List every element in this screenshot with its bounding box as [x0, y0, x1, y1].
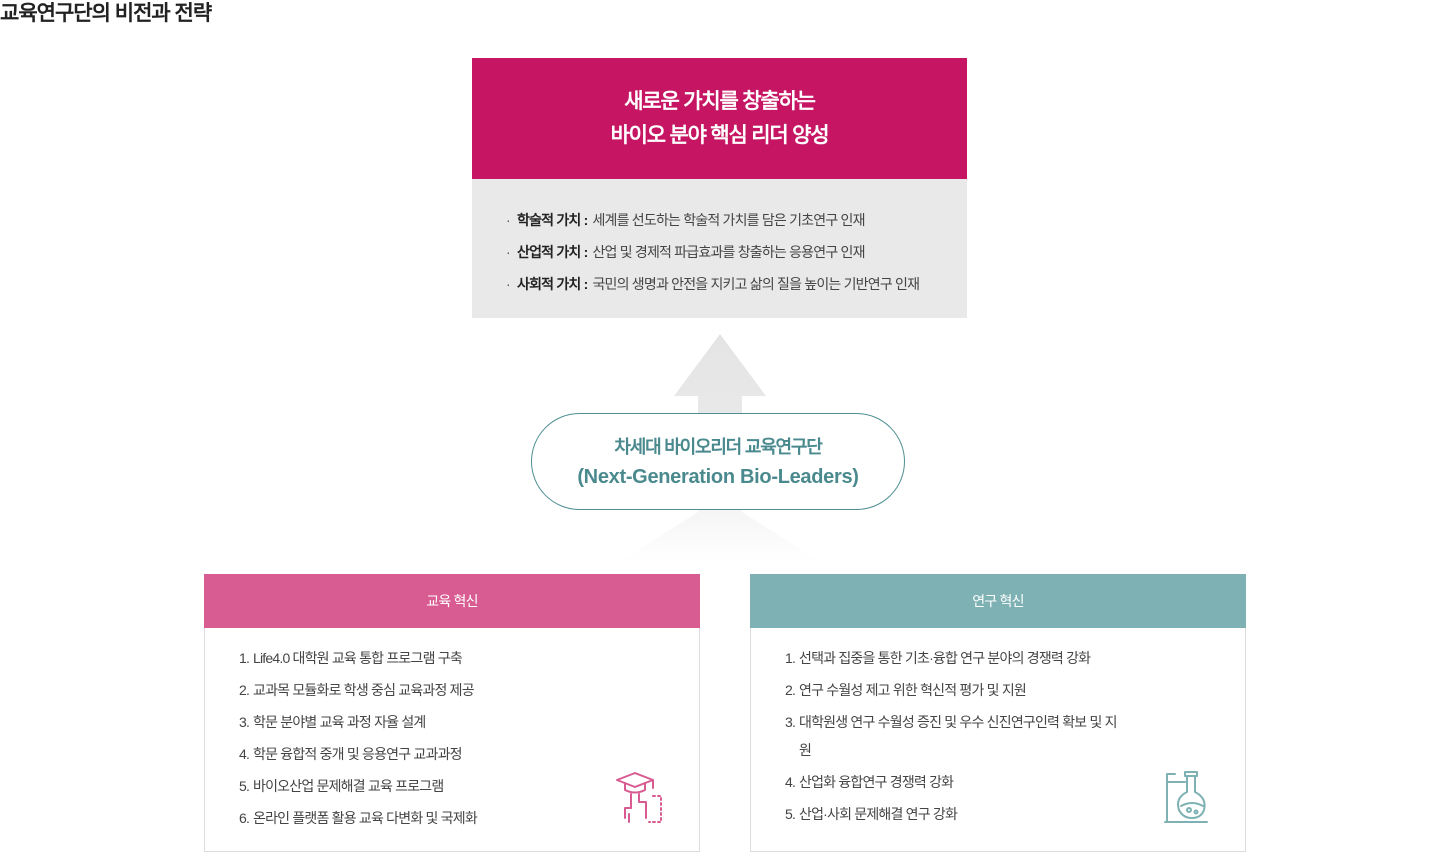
item-text: 산업화 융합연구 경쟁력 강화 [799, 774, 954, 790]
item-text: 산업·사회 문제해결 연구 강화 [799, 806, 958, 822]
item-number: 5. [239, 778, 250, 794]
page-title: 교육연구단의 비전과 전략 [0, 2, 212, 25]
center-name-korean: 차세대 바이오리더 교육연구단 [614, 436, 822, 457]
vision-header: 새로운 가치를 창출하는 바이오 분야 핵심 리더 양성 [472, 58, 967, 179]
item-text: 학문 분야별 교육 과정 자율 설계 [253, 714, 426, 730]
vision-values: · 학술적 가치 : 세계를 선도하는 학술적 가치를 담은 기초연구 인재 ·… [472, 179, 967, 318]
list-item: 4.학문 융합적 중개 및 응용연구 교과과정 [239, 738, 699, 770]
list-item: 5.산업·사회 문제해결 연구 강화 [785, 798, 1245, 830]
education-innovation-title: 교육 혁신 [204, 574, 700, 628]
value-label: 산업적 가치 : [517, 244, 588, 260]
item-text: 교과목 모듈화로 학생 중심 교육과정 제공 [253, 682, 475, 698]
flask-icon [1164, 771, 1208, 823]
item-number: 4. [239, 746, 250, 762]
list-item: 2.교과목 모듈화로 학생 중심 교육과정 제공 [239, 674, 699, 706]
education-innovation-list: 1.Life4.0 대학원 교육 통합 프로그램 구축 2.교과목 모듈화로 학… [204, 628, 700, 852]
education-innovation-panel: 교육 혁신 1.Life4.0 대학원 교육 통합 프로그램 구축 2.교과목 … [204, 574, 700, 852]
item-number: 2. [785, 682, 796, 698]
vision-line-1: 새로운 가치를 창출하는 [624, 89, 816, 113]
value-text: 산업 및 경제적 파급효과를 창출하는 응용연구 인재 [592, 244, 865, 260]
value-text: 국민의 생명과 안전을 지키고 삶의 질을 높이는 기반연구 인재 [592, 276, 920, 292]
value-row-academic: · 학술적 가치 : 세계를 선도하는 학술적 가치를 담은 기초연구 인재 [506, 204, 967, 236]
vision-line-2: 바이오 분야 핵심 리더 양성 [610, 123, 830, 147]
item-text: Life4.0 대학원 교육 통합 프로그램 구축 [253, 650, 463, 666]
research-innovation-list: 1.선택과 집중을 통한 기초·융합 연구 분야의 경쟁력 강화 2.연구 수월… [750, 628, 1246, 852]
list-item: 3.학문 분야별 교육 과정 자율 설계 [239, 706, 699, 738]
item-text: 바이오산업 문제해결 교육 프로그램 [253, 778, 444, 794]
list-item: 2.연구 수월성 제고 위한 혁신적 평가 및 지원 [785, 674, 1245, 706]
value-bullet: · [506, 212, 511, 228]
center-name-english: (Next-Generation Bio-Leaders) [577, 465, 859, 488]
value-bullet: · [506, 276, 511, 292]
item-number: 1. [785, 650, 796, 666]
item-number: 6. [239, 810, 250, 826]
value-row-social: · 사회적 가치 : 국민의 생명과 안전을 지키고 삶의 질을 높이는 기반연… [506, 268, 967, 300]
list-item: 1.Life4.0 대학원 교육 통합 프로그램 구축 [239, 642, 699, 674]
item-number: 3. [239, 714, 250, 730]
item-number: 1. [239, 650, 250, 666]
item-text: 연구 수월성 제고 위한 혁신적 평가 및 지원 [799, 682, 1027, 698]
center-organization: 차세대 바이오리더 교육연구단 (Next-Generation Bio-Lea… [531, 413, 905, 510]
item-text: 온라인 플랫폼 활용 교육 다변화 및 국제화 [253, 810, 478, 826]
list-item: 3.대학원생 연구 수월성 증진 및 우수 신진연구인력 확보 및 지원 [785, 706, 1245, 766]
value-bullet: · [506, 244, 511, 260]
item-text: 선택과 집중을 통한 기초·융합 연구 분야의 경쟁력 강화 [799, 650, 1091, 666]
list-item: 5.바이오산업 문제해결 교육 프로그램 [239, 770, 699, 802]
value-row-industrial: · 산업적 가치 : 산업 및 경제적 파급효과를 창출하는 응용연구 인재 [506, 236, 967, 268]
item-text: 학문 융합적 중개 및 응용연구 교과과정 [253, 746, 463, 762]
research-innovation-panel: 연구 혁신 1.선택과 집중을 통한 기초·융합 연구 분야의 경쟁력 강화 2… [750, 574, 1246, 852]
item-number: 2. [239, 682, 250, 698]
research-innovation-title: 연구 혁신 [750, 574, 1246, 628]
item-number: 5. [785, 806, 796, 822]
item-number: 3. [785, 714, 796, 730]
graduation-cap-icon [616, 772, 662, 823]
list-item: 1.선택과 집중을 통한 기초·융합 연구 분야의 경쟁력 강화 [785, 642, 1245, 674]
list-item: 6.온라인 플랫폼 활용 교육 다변화 및 국제화 [239, 802, 699, 834]
value-label: 사회적 가치 : [517, 276, 588, 292]
value-text: 세계를 선도하는 학술적 가치를 담은 기초연구 인재 [592, 212, 865, 228]
value-label: 학술적 가치 : [517, 212, 588, 228]
item-number: 4. [785, 774, 796, 790]
list-item: 4.산업화 융합연구 경쟁력 강화 [785, 766, 1245, 798]
item-text: 대학원생 연구 수월성 증진 및 우수 신진연구인력 확보 및 지원 [799, 714, 1118, 758]
